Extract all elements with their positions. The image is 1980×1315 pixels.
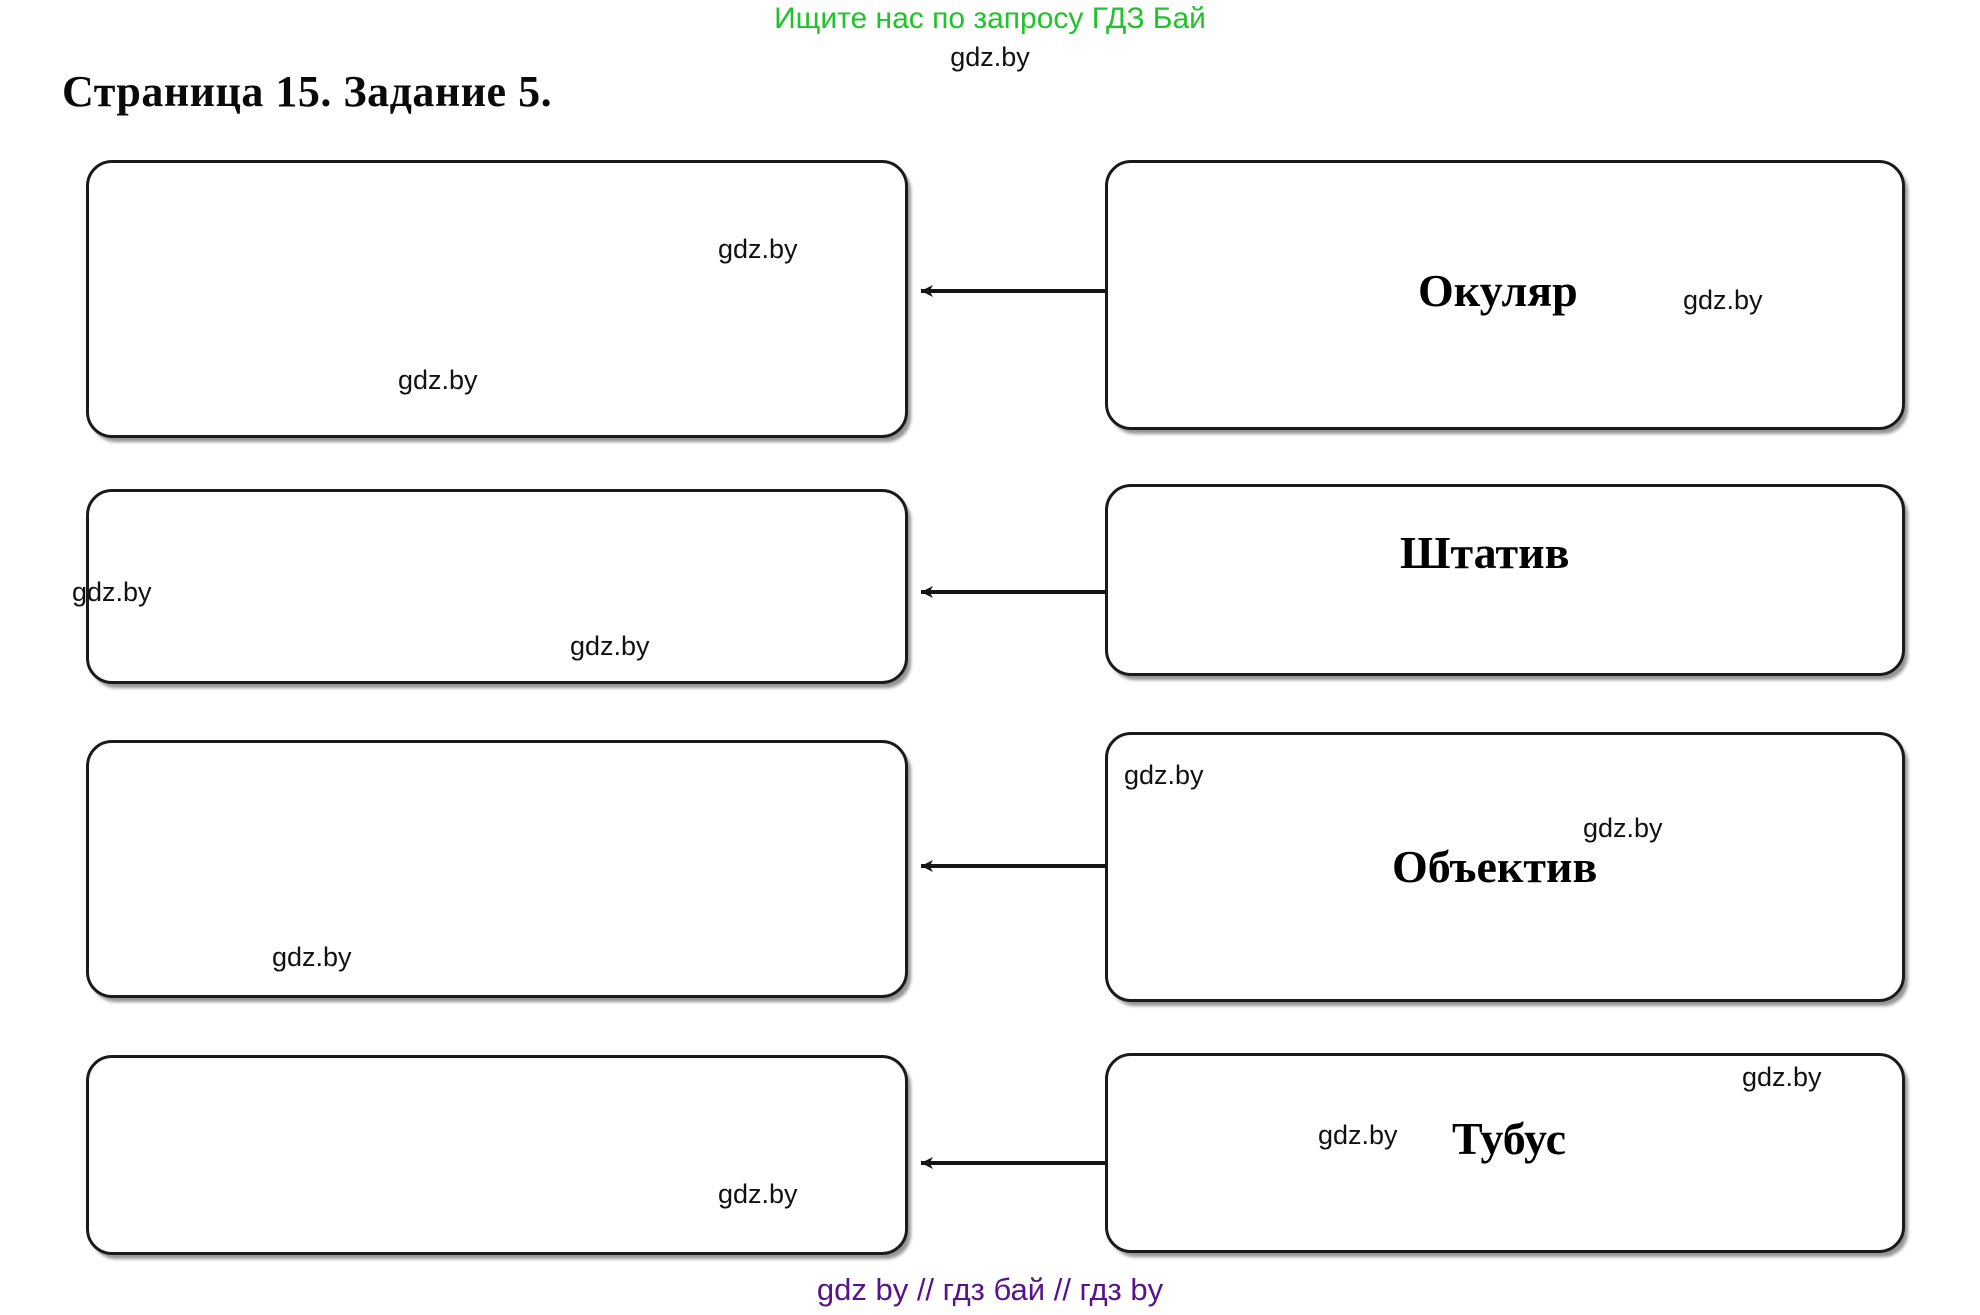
answer-box-row-1[interactable] (86, 160, 908, 438)
term-label-row-4: Тубус (1452, 1113, 1567, 1164)
watermark: gdz.by (718, 234, 798, 264)
term-box-row-2[interactable] (1105, 484, 1905, 676)
term-label-row-3: Объектив (1392, 841, 1598, 892)
term-label-row-1: Окуляр (1418, 265, 1578, 316)
watermark: gdz.by (718, 1179, 798, 1209)
answer-box-row-2[interactable] (86, 489, 908, 684)
watermark: gdz.by (272, 942, 352, 972)
footer-watermark: gdz by // гдз бай // гдз by (816, 1272, 1164, 1307)
watermark: gdz.by (72, 577, 152, 607)
term-box-row-4[interactable] (1105, 1053, 1905, 1253)
watermark: gdz.by (1583, 813, 1663, 843)
page-title: Страница 15. Задание 5. (62, 67, 553, 116)
term-box-row-3[interactable] (1105, 732, 1905, 1002)
watermark: gdz.by (570, 631, 650, 661)
answer-box-row-3[interactable] (86, 740, 908, 998)
promo-banner: Ищите нас по запросу ГДЗ Бай (774, 2, 1206, 35)
watermark: gdz.by (1124, 760, 1204, 790)
watermark: gdz.by (1683, 285, 1763, 315)
term-box-row-1[interactable] (1105, 160, 1905, 430)
answer-box-row-4[interactable] (86, 1055, 908, 1255)
watermark: gdz.by (398, 365, 478, 395)
term-label-row-2: Штатив (1400, 527, 1570, 578)
header-watermark: gdz.by (950, 42, 1030, 72)
watermark: gdz.by (1318, 1120, 1398, 1150)
watermark: gdz.by (1742, 1062, 1822, 1092)
